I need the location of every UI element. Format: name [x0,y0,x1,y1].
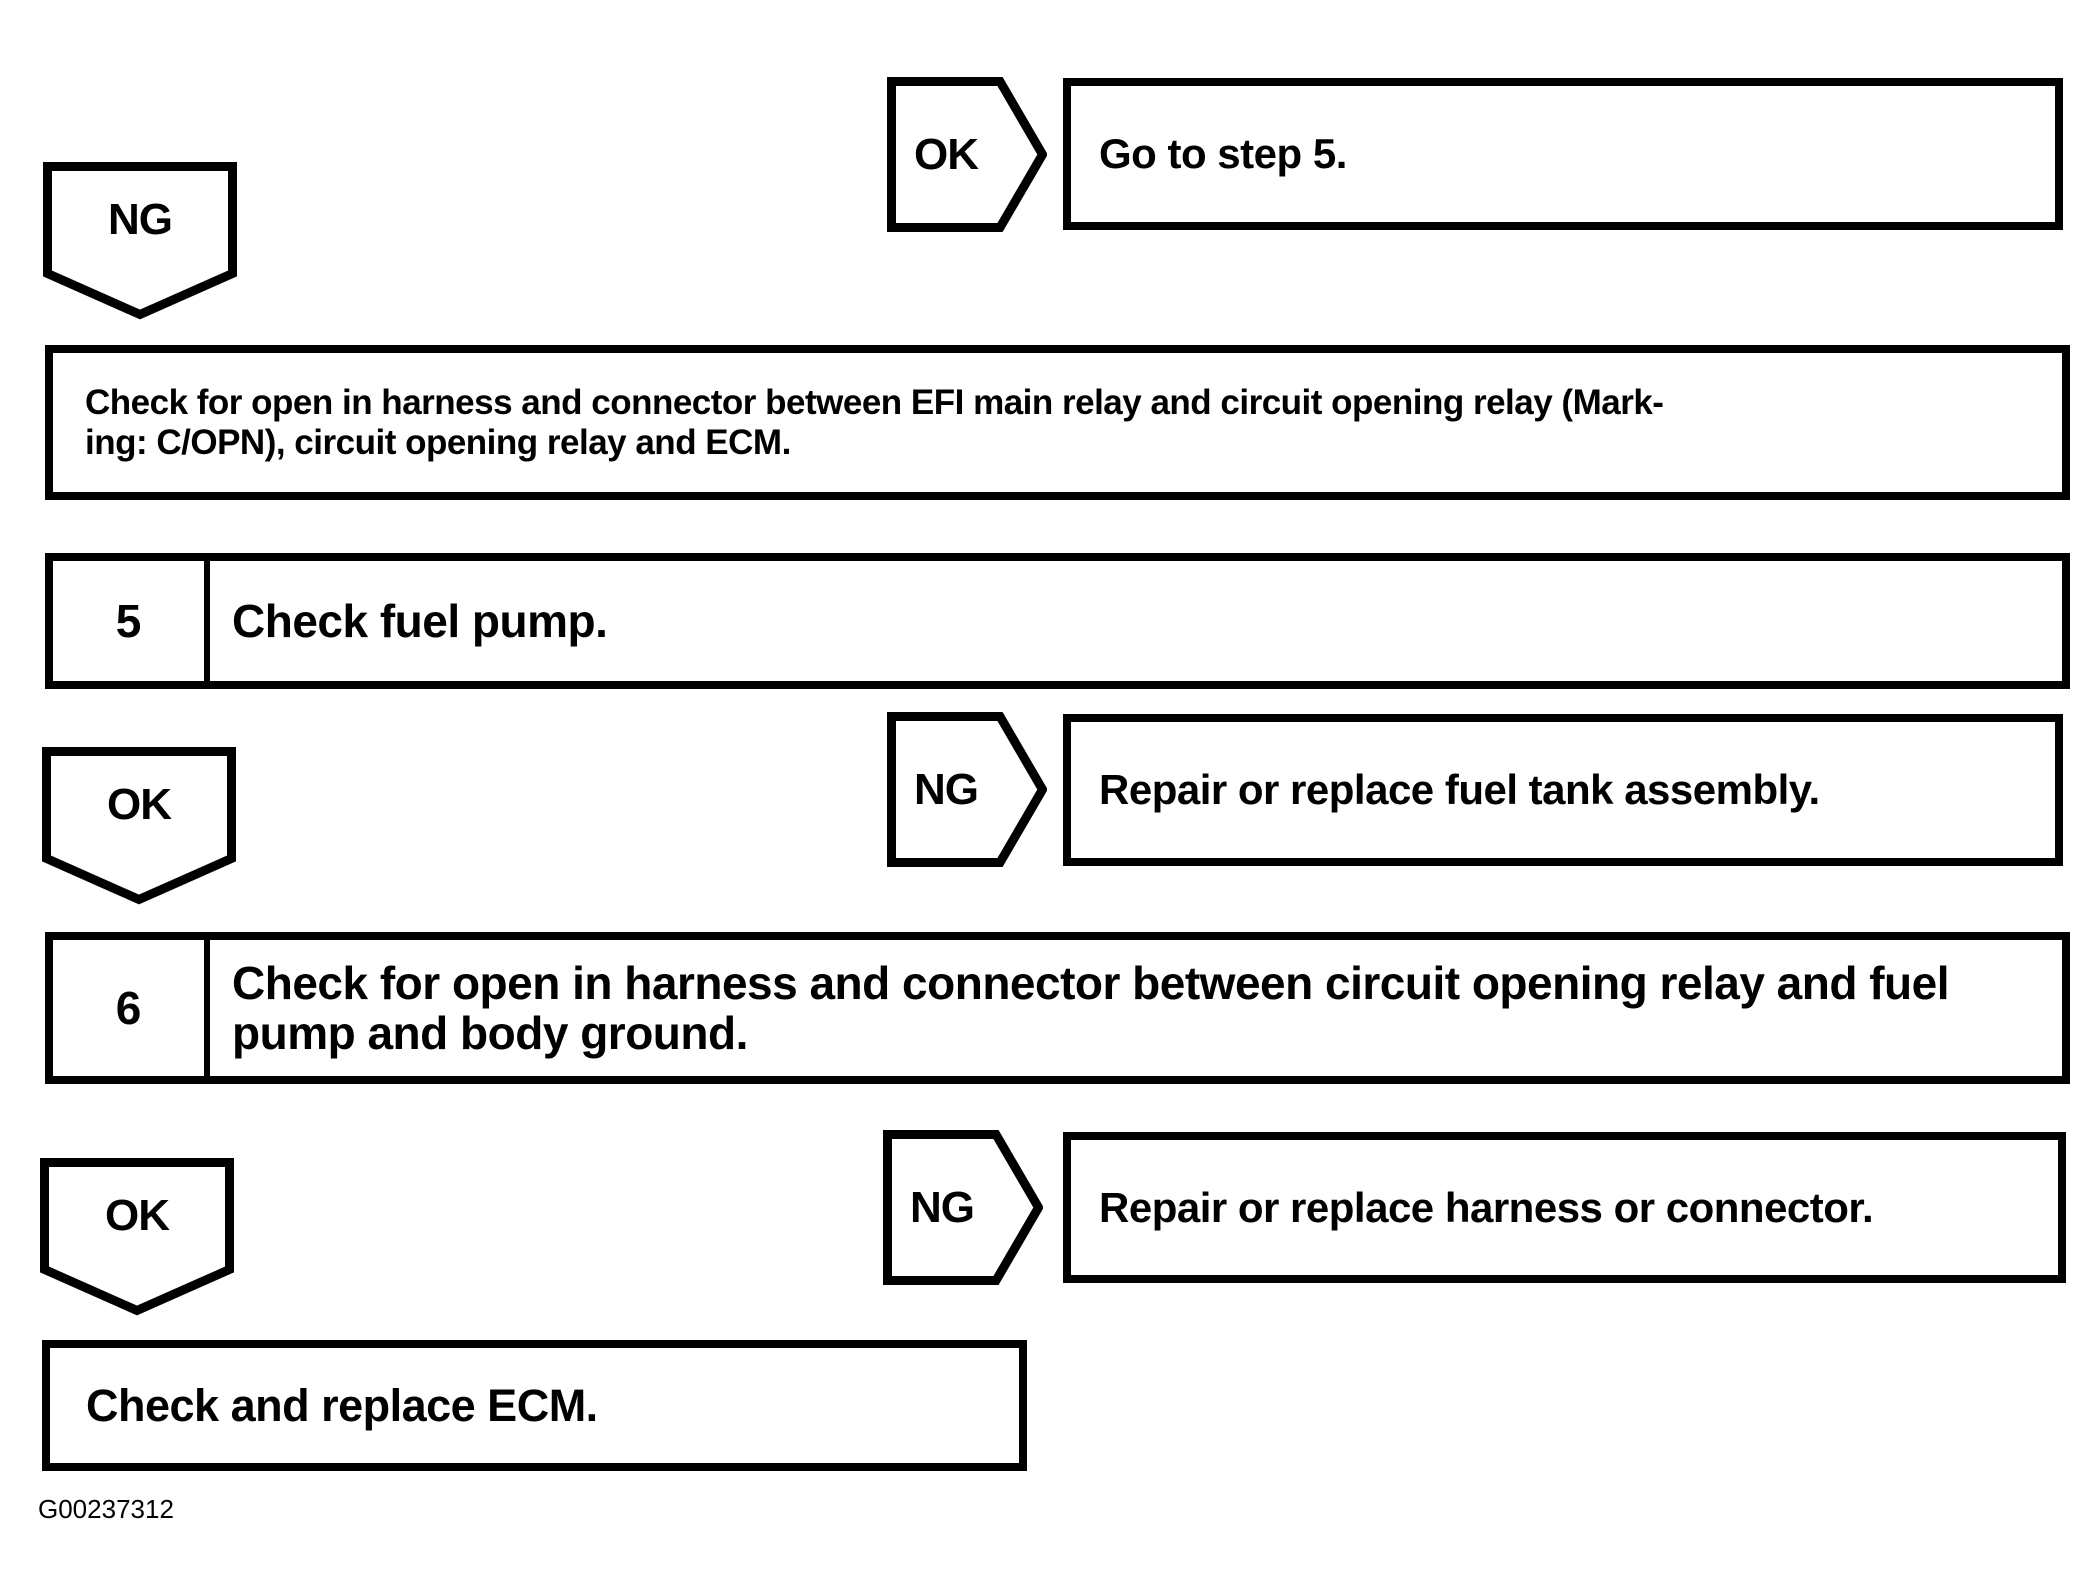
action-line-2: ing: C/OPN), circuit opening relay and E… [85,422,791,462]
ng-connector-top: NG [43,162,237,320]
ok-label: OK [107,780,172,829]
action-line-1: Check for open in harness and connector … [85,382,1664,422]
result-text: Repair or replace fuel tank assembly. [1099,766,1820,813]
result-box-repair-harness: Repair or replace harness or connector. [1063,1132,2066,1283]
ng-label: NG [910,1182,975,1232]
result-text: Go to step 5. [1099,130,1347,177]
ng-connector-step5: NG [887,712,1047,867]
figure-id-caption: G00237312 [38,1494,174,1524]
step-number: 5 [53,561,210,681]
result-box-repair-fuel-tank: Repair or replace fuel tank assembly. [1063,714,2063,866]
action-box-check-harness-efi: Check for open in harness and connector … [45,345,2070,500]
ng-label: NG [108,195,173,244]
step-6-line-1: Check for open in harness and connector … [232,957,1950,1009]
pentagon-right-icon [887,77,1047,232]
action-box-check-replace-ecm: Check and replace ECM. [42,1340,1027,1471]
pentagon-right-icon [887,712,1047,867]
ng-connector-step6: NG [883,1130,1043,1285]
action-text: Check for open in harness and connector … [53,382,1664,463]
result-box-go-to-step-5: Go to step 5. [1063,78,2063,230]
pentagon-down-icon [40,1158,234,1316]
ng-label: NG [914,764,979,814]
ok-connector-step5: OK [42,747,236,905]
step-text: Check for open in harness and connector … [210,957,1950,1059]
result-text: Repair or replace harness or connector. [1099,1183,1874,1231]
step-box-6: 6 Check for open in harness and connecto… [45,932,2070,1084]
pentagon-down-icon [42,747,236,905]
ok-connector-top: OK [887,77,1047,232]
final-text: Check and replace ECM. [86,1379,598,1431]
pentagon-down-icon [43,162,237,320]
pentagon-right-icon [883,1130,1043,1285]
step-5-line: Check fuel pump. [232,595,608,647]
step-number: 6 [53,940,210,1076]
step-text: Check fuel pump. [210,595,608,647]
ok-label: OK [105,1191,170,1240]
ok-connector-step6: OK [40,1158,234,1316]
step-6-line-2: pump and body ground. [232,1007,748,1059]
step-box-5: 5 Check fuel pump. [45,553,2070,689]
ok-label: OK [914,129,979,179]
